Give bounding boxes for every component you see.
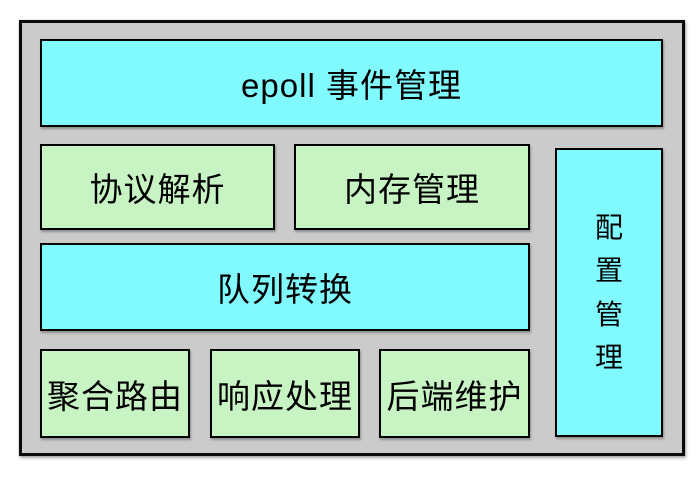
block-backend-maintenance: 后端维护 <box>379 349 530 438</box>
block-response-handling-label: 响应处理 <box>217 377 353 415</box>
block-aggregate-routing: 聚合路由 <box>40 349 190 438</box>
block-epoll-event-management-label: epoll 事件管理 <box>241 67 462 104</box>
block-config-management: 配置管理 <box>555 148 663 437</box>
block-config-management-label: 配置管理 <box>595 211 624 373</box>
block-memory-management: 内存管理 <box>294 144 530 230</box>
block-protocol-parsing: 协议解析 <box>40 144 275 230</box>
block-response-handling: 响应处理 <box>210 349 360 438</box>
block-memory-management-label: 内存管理 <box>344 171 480 208</box>
block-backend-maintenance-label: 后端维护 <box>386 377 523 415</box>
block-protocol-parsing-label: 协议解析 <box>89 171 226 208</box>
block-aggregate-routing-label: 聚合路由 <box>47 377 183 415</box>
block-epoll-event-management: epoll 事件管理 <box>40 39 663 127</box>
block-queue-conversion: 队列转换 <box>40 243 530 331</box>
block-queue-conversion-label: 队列转换 <box>217 271 353 308</box>
